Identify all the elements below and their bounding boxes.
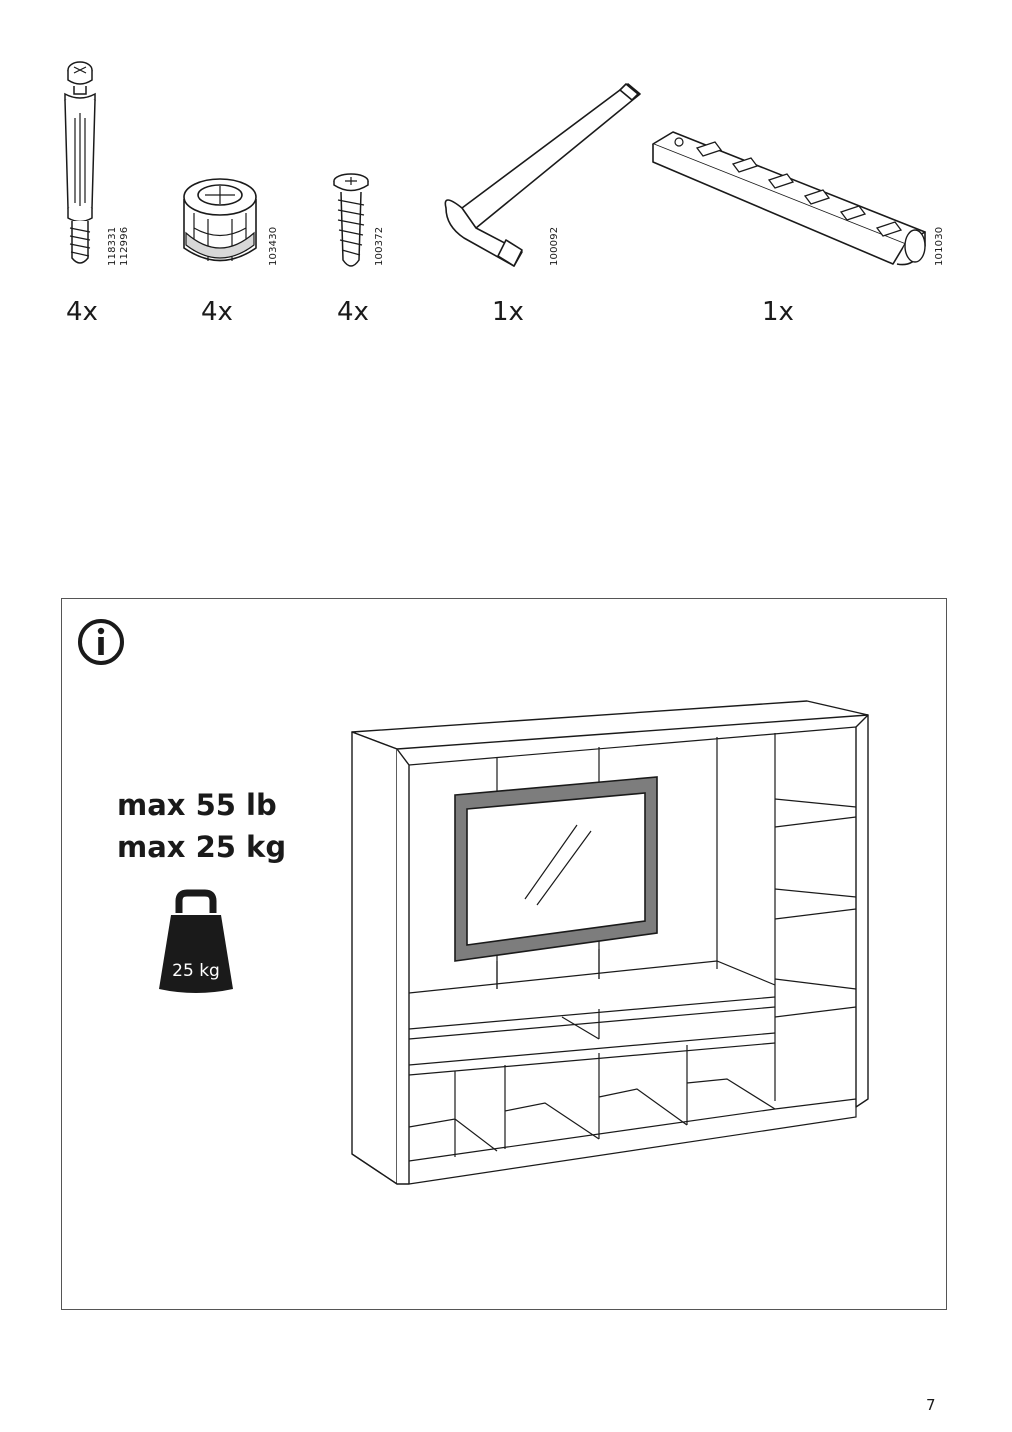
article-number: 100092	[549, 226, 560, 266]
part-quantity: 4x	[66, 297, 98, 327]
weight-label: 25 kg	[172, 961, 220, 981]
cable-organizer-icon	[645, 128, 930, 277]
max-load-kg: max 25 kg	[117, 830, 287, 864]
cam-dowel-icon	[55, 58, 105, 277]
info-icon	[78, 619, 124, 665]
screw-icon	[331, 172, 371, 276]
part-quantity: 4x	[337, 297, 369, 327]
max-load-lb: max 55 lb	[117, 788, 277, 822]
part-quantity: 4x	[201, 297, 233, 327]
article-number: 118331	[107, 226, 118, 266]
article-number: 103430	[268, 226, 279, 266]
part-quantity: 1x	[492, 297, 524, 327]
weight-icon	[159, 889, 233, 993]
allen-key-icon	[440, 80, 645, 274]
article-number: 100372	[374, 226, 385, 266]
cam-lock-icon	[180, 173, 260, 277]
tv-storage-unit-illustration	[351, 700, 869, 1185]
page-number: 7	[926, 1396, 936, 1414]
part-quantity: 1x	[762, 297, 794, 327]
article-number: 112996	[119, 226, 130, 266]
article-number: 101030	[934, 226, 945, 266]
info-box: max 55 lb max 25 kg 25 kg	[61, 598, 947, 1310]
